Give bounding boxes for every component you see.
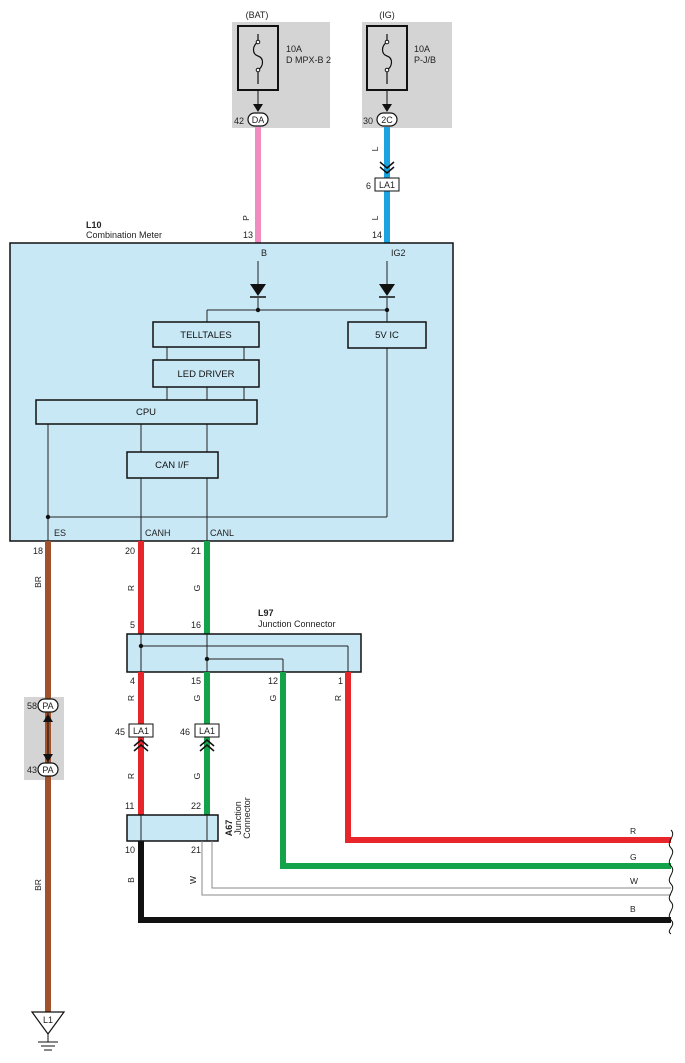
wire-label-g-4: G [268,695,278,702]
l97-pin-1: 1 [338,676,343,686]
wire-label-b-right: B [630,904,636,914]
bat-amp: 10A [286,44,302,54]
bat-source-label: (BAT) [246,10,269,20]
ig-source-label: (IG) [379,10,395,20]
ig-conn: 2C [381,115,393,125]
meter-pin-18: 18 [33,546,43,556]
a67-name-2: Connector [242,797,252,839]
meter-name: Combination Meter [86,230,162,240]
meter-term-es: ES [54,528,66,538]
wire-red-out [345,672,671,843]
fuse-bat: (BAT) 10A D MPX-B 2 42 DA [232,10,331,128]
la1-conn-h: LA1 [133,726,149,736]
wire-label-br-bottom: BR [33,879,43,891]
la1-pin-46: 46 [180,727,190,737]
l97-name: Junction Connector [258,619,336,629]
la1-top-pin: 6 [366,181,371,191]
wire-label-g-right: G [630,852,637,862]
5v-ic-label: 5V IC [375,330,399,341]
connector-chevron-icon [199,739,215,752]
wire-label-l-bottom: L [370,215,380,220]
can-if-block [126,451,219,479]
meter-term-canl: CANL [210,528,234,538]
wire-label-r-1: R [126,585,136,591]
l97-pin-16: 16 [191,620,201,630]
wire-label-br-top: BR [33,576,43,588]
la1-conn-l: LA1 [199,726,215,736]
diode-b-icon [250,284,266,296]
pa-pin-43: 43 [27,765,37,775]
meter-term-ig2: IG2 [391,248,406,258]
telltales-block [152,321,260,348]
arrow-up-icon [43,714,53,722]
wire-label-g-2: G [192,695,202,702]
ig-amp: 10A [414,44,430,54]
a67-pin-21: 21 [191,845,201,855]
arrow-down-icon [43,754,53,762]
meter-pin-13: 13 [243,230,253,240]
wire-label-p: P [241,215,251,221]
wire-label-g-3: G [192,773,202,780]
wire-white [211,841,671,889]
a67-pin-10: 10 [125,845,135,855]
wire-label-r-right: R [630,826,636,836]
wire-green-out [280,672,671,869]
a67-id: A67 [224,820,234,837]
diode-ig-icon [379,284,395,296]
bat-pin: 42 [234,116,244,126]
l97-id: L97 [258,608,274,618]
meter-pin-20: 20 [125,546,135,556]
la1-top-conn: LA1 [379,180,395,190]
l97-pin-5: 5 [130,620,135,630]
pa-conn-bottom: PA [42,765,53,775]
cpu-label: CPU [136,407,156,418]
ground-label: L1 [43,1015,53,1025]
meter-term-canh: CANH [145,528,171,538]
combination-meter [9,242,454,542]
arrow-down-icon [382,104,392,112]
meter-term-b: B [261,248,267,258]
break-line-icon [668,829,674,935]
ig-pin: 30 [363,116,373,126]
wire-label-w-left: W [188,876,198,884]
l97-junction-connector [126,633,362,673]
meter-pin-21: 21 [191,546,201,556]
can-if-label: CAN I/F [155,460,189,471]
pa-pin-58: 58 [27,701,37,711]
pa-conn-top: PA [42,701,53,711]
a67-name-1: Junction [233,801,243,835]
a67-pin-11: 11 [125,801,134,811]
bat-fuse-name: D MPX-B 2 [286,55,331,65]
arrow-down-icon [253,104,263,112]
connector-chevron-icon [133,739,149,752]
cpu-block [35,399,258,425]
wire-black [138,841,671,923]
led-driver-label: LED DRIVER [177,369,234,380]
la1-pin-45: 45 [115,727,125,737]
bat-conn: DA [252,115,265,125]
wire-label-g-1: G [192,585,202,592]
connector-chevron-icon [379,161,395,174]
meter-id: L10 [86,220,102,230]
wire-label-w-right: W [630,876,638,886]
wire-label-r-4: R [333,695,343,701]
ig-fuse-name: P-J/B [414,55,436,65]
l97-pin-12: 12 [268,676,278,686]
wire-label-l-top: L [370,146,380,151]
a67-junction-connector [126,814,219,842]
l97-pin-15: 15 [191,676,201,686]
led-driver-block [152,359,260,388]
meter-pin-14: 14 [372,230,382,240]
wire-label-b-left: B [126,877,136,883]
wire-label-r-3: R [126,773,136,779]
a67-pin-22: 22 [191,801,201,811]
l97-pin-4: 4 [130,676,135,686]
wire-label-r-2: R [126,695,136,701]
fuse-ig: (IG) 10A P-J/B 30 2C [362,10,452,128]
5v-ic-block [347,321,427,349]
ground-icon [30,1011,66,1036]
telltales-label: TELLTALES [180,330,231,341]
